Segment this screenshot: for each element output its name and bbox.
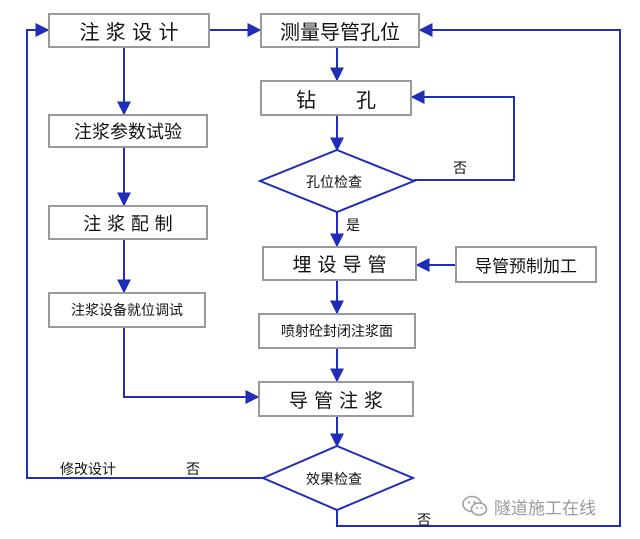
arrow-holecheck-no-to-drill: [410, 90, 515, 181]
grout-design-label: 注 浆 设 计: [79, 20, 179, 44]
hole-check-label: 孔位检查: [306, 175, 362, 191]
equip-setup-label: 注浆设备就位调试: [71, 303, 183, 319]
arrow-effectcheck-loop-to-measure: [336, 23, 621, 527]
grout-params-box: 注浆参数试验: [48, 114, 208, 148]
arrow-effectcheck-no-to-design: [26, 23, 263, 479]
hole-check-yes-label: 是: [346, 218, 360, 234]
shotcrete-seal-box: 喷射砼封闭注浆面: [258, 313, 416, 349]
prefab-pipe-box: 导管预制加工: [455, 246, 597, 283]
effect-check-no-bottom-label: 否: [417, 513, 431, 529]
watermark: 隧道施工在线: [462, 493, 596, 519]
prefab-pipe-label: 导管预制加工: [475, 257, 577, 277]
drill-box: 钻 孔: [260, 80, 412, 116]
hole-check-no-label: 否: [453, 161, 467, 177]
grout-prep-box: 注 浆 配 制: [48, 205, 208, 240]
grout-prep-label: 注 浆 配 制: [83, 213, 173, 235]
grout-params-label: 注浆参数试验: [74, 122, 182, 143]
modify-design-label: 修改设计: [60, 462, 116, 478]
pipe-grouting-box: 导 管 注 浆: [258, 381, 414, 417]
effect-check-no-left-label: 否: [186, 462, 200, 478]
arrow-equip-to-grouting: [123, 328, 260, 404]
bury-pipe-label: 埋 设 导 管: [292, 254, 387, 276]
measure-holes-box: 测量导管孔位: [260, 13, 420, 48]
measure-holes-label: 测量导管孔位: [280, 20, 400, 44]
pipe-grouting-label: 导 管 注 浆: [288, 389, 384, 412]
bury-pipe-box: 埋 设 导 管: [262, 246, 417, 281]
shotcrete-seal-label: 喷射砼封闭注浆面: [281, 324, 393, 340]
effect-check-diamond: [260, 444, 416, 512]
effect-check-label: 效果检查: [306, 472, 362, 488]
wechat-icon: [462, 495, 488, 516]
drill-label: 钻 孔: [296, 87, 376, 112]
equip-setup-box: 注浆设备就位调试: [48, 292, 206, 328]
watermark-text: 隧道施工在线: [494, 498, 596, 519]
hole-check-diamond: [257, 148, 417, 214]
grout-design-box: 注 浆 设 计: [48, 13, 210, 48]
